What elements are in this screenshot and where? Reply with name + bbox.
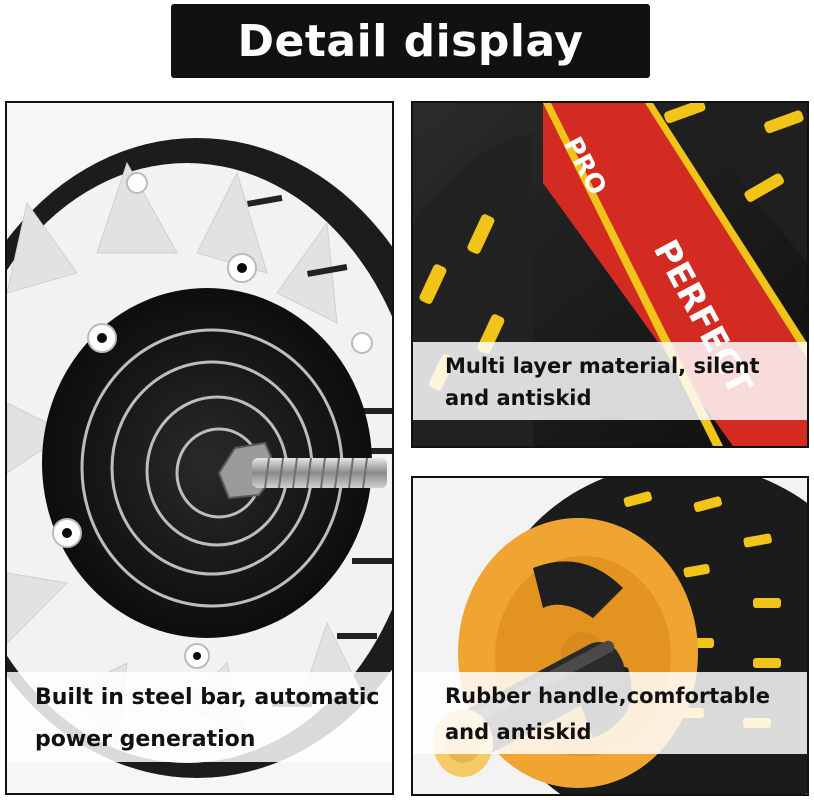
rubber-handle-caption-line-2: and antiskid [445, 720, 592, 744]
steel-bar-caption-line-1: Built in steel bar, automatic [35, 685, 380, 710]
steel-bar-caption-line-2: power generation [35, 727, 256, 752]
tread-material-caption-line-2: and antiskid [445, 386, 592, 410]
tread-material-caption-line-1: Multi layer material, silent [445, 354, 760, 378]
tread-material-caption: Multi layer material, silent and antiski… [413, 342, 807, 420]
title-banner: Detail display [171, 4, 650, 78]
page-title: Detail display [237, 15, 584, 67]
rubber-handle-caption-line-1: Rubber handle,comfortable [445, 684, 770, 708]
steel-bar-caption: Built in steel bar, automatic power gene… [7, 672, 392, 762]
rubber-handle-caption: Rubber handle,comfortable and antiskid [413, 672, 807, 754]
